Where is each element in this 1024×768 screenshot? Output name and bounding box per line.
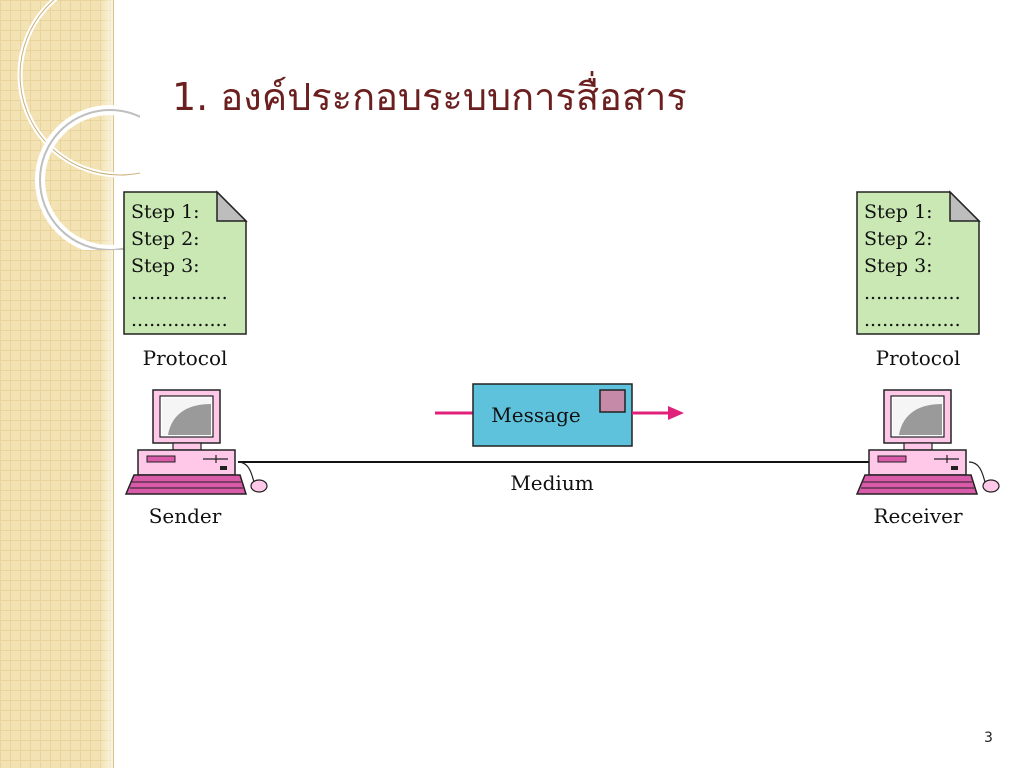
arrow-head-icon	[668, 406, 684, 420]
receiver-computer-icon	[855, 389, 1000, 495]
left-protocol-label: Protocol	[143, 346, 228, 370]
right-step-4: ................	[864, 282, 961, 304]
left-step-1: Step 1:	[131, 201, 200, 223]
left-step-2: Step 2:	[131, 228, 200, 250]
left-step-5: ................	[131, 309, 228, 331]
left-step-3: Step 3:	[131, 255, 200, 277]
sidebar-shade	[100, 0, 113, 768]
page-number: 3	[984, 730, 993, 746]
receiver-label: Receiver	[873, 504, 962, 528]
sender-label: Sender	[149, 504, 222, 528]
right-protocol-document: Step 1: Step 2: Step 3: ................…	[856, 190, 981, 335]
slide-title: 1. องค์ประกอบระบบการสื่อสาร	[172, 75, 687, 119]
message-envelope: Message	[435, 383, 684, 447]
stamp-icon	[599, 389, 626, 413]
medium-label: Medium	[510, 471, 593, 495]
left-protocol-document: Step 1: Step 2: Step 3: ................…	[123, 190, 248, 335]
right-step-1: Step 1:	[864, 201, 933, 223]
decorative-swirl	[17, 0, 140, 250]
right-protocol-label: Protocol	[876, 346, 961, 370]
right-step-2: Step 2:	[864, 228, 933, 250]
left-step-4: ................	[131, 282, 228, 304]
message-label: Message	[491, 403, 580, 427]
right-step-3: Step 3:	[864, 255, 933, 277]
right-step-5: ................	[864, 309, 961, 331]
sender-computer-icon	[124, 389, 268, 495]
